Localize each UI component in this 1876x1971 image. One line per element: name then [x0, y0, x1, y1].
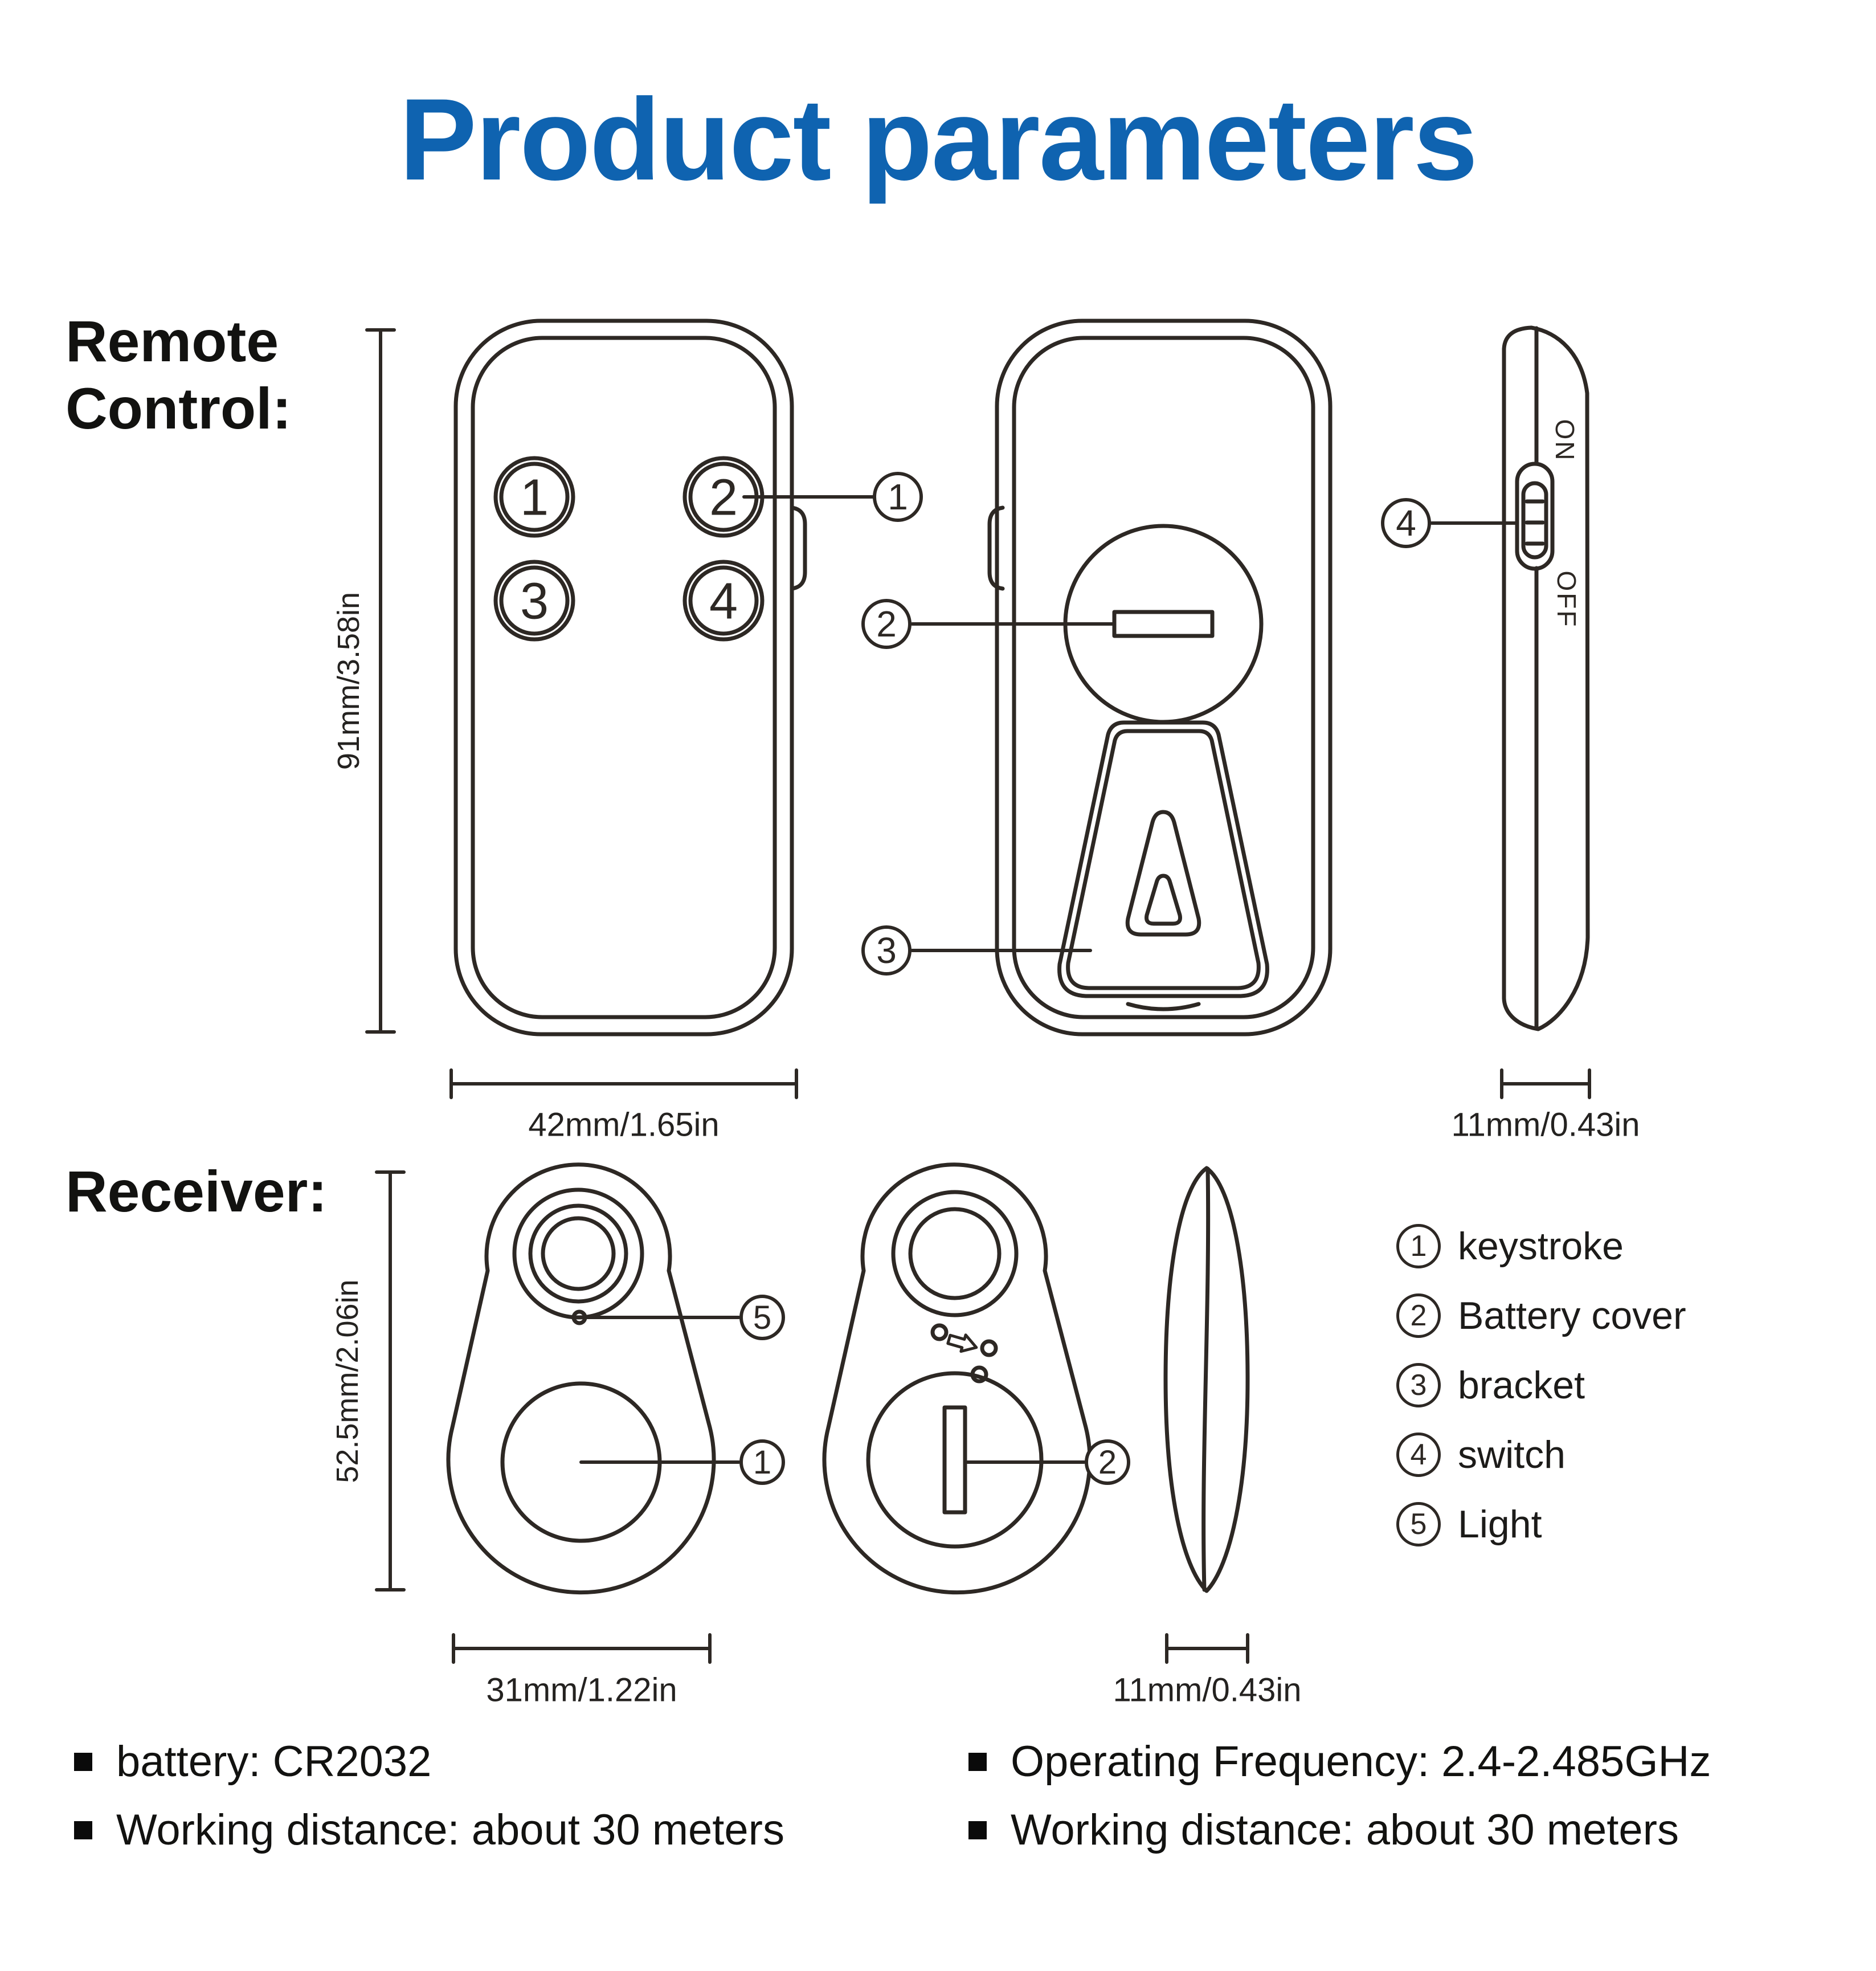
remote-battery-cover-slot: [1112, 610, 1215, 638]
remote-side-button-tab-left: [987, 505, 1005, 591]
receiver-front-outline: [446, 1162, 716, 1595]
bullet-icon: [74, 1752, 92, 1771]
callout-remote-battery-cover: 2: [861, 599, 912, 649]
remote-side-outline: [1502, 325, 1590, 1031]
legend-circle-2: 2: [1396, 1293, 1441, 1338]
receiver-battery-cover-slot: [942, 1405, 967, 1515]
legend-item-switch: 4 switch: [1396, 1433, 1566, 1477]
bullet-icon: [74, 1821, 92, 1839]
callout-remote-bracket: 3: [861, 925, 912, 976]
callout-remote-keystroke: 1: [873, 472, 923, 522]
legend-label-switch: switch: [1458, 1433, 1566, 1476]
callout-receiver-keystroke: 1: [739, 1439, 785, 1485]
receiver-back-outline: [822, 1162, 1092, 1595]
dimension-lines: [365, 328, 1591, 1664]
remote-button-3: 3: [520, 573, 549, 630]
dim-receiver-height: 52.5mm/2.06in: [330, 1279, 365, 1483]
callout-receiver-battery-cover: 2: [1085, 1439, 1130, 1485]
dim-receiver-width: 31mm/1.22in: [486, 1671, 677, 1709]
callout-receiver-light: 5: [739, 1295, 785, 1340]
callout-remote-switch: 4: [1381, 498, 1431, 548]
callout-lines: [579, 495, 1518, 1464]
remote-bracket: [1057, 720, 1269, 1011]
legend-circle-4: 4: [1396, 1433, 1441, 1477]
receiver-keyring-hole: [512, 1188, 644, 1320]
legend-label-light: Light: [1458, 1503, 1542, 1546]
section-remote-label-line1: Remote: [66, 309, 279, 374]
dim-receiver-depth: 11mm/0.43in: [1113, 1671, 1302, 1709]
legend-label-keystroke: keystroke: [1458, 1225, 1624, 1268]
legend-label-battery-cover: Battery cover: [1458, 1294, 1686, 1337]
switch-off-label: OFF: [1552, 570, 1581, 629]
legend-circle-5: 5: [1396, 1502, 1441, 1546]
remote-button-1: 1: [520, 469, 549, 527]
spec-working-distance-right: Working distance: about 30 meters: [968, 1805, 1679, 1855]
spec-battery-text: battery: CR2032: [116, 1737, 432, 1786]
spec-working-distance-left-text: Working distance: about 30 meters: [116, 1806, 784, 1854]
legend-label-bracket: bracket: [1458, 1364, 1585, 1407]
section-remote-label-line2: Control:: [66, 376, 292, 442]
page-title: Product parameters: [399, 75, 1478, 205]
spec-working-distance-left: Working distance: about 30 meters: [74, 1805, 784, 1855]
spec-operating-frequency: Operating Frequency: 2.4-2.485GHz: [968, 1737, 1711, 1786]
dim-remote-depth: 11mm/0.43in: [1451, 1106, 1640, 1144]
bullet-icon: [968, 1752, 987, 1771]
remote-side-button-tab-right: [790, 505, 807, 591]
receiver-battery-cover-circle: [866, 1371, 1044, 1549]
spec-operating-frequency-text: Operating Frequency: 2.4-2.485GHz: [1011, 1737, 1711, 1786]
remote-button-2: 2: [709, 469, 738, 527]
remote-back-outline: [987, 319, 1333, 1036]
remote-front-outline: [453, 319, 807, 1036]
spec-battery: battery: CR2032: [74, 1737, 431, 1786]
remote-power-switch: [1515, 462, 1555, 571]
bullet-icon: [968, 1821, 987, 1839]
dim-remote-width: 42mm/1.65in: [528, 1106, 720, 1144]
legend-item-battery-cover: 2 Battery cover: [1396, 1293, 1686, 1338]
legend-circle-1: 1: [1396, 1224, 1441, 1268]
legend-circle-3: 3: [1396, 1363, 1441, 1407]
section-receiver-label: Receiver:: [66, 1159, 328, 1224]
legend-item-light: 5 Light: [1396, 1502, 1542, 1546]
receiver-side-outline: [1163, 1166, 1250, 1593]
twist-direction-arrow-icon: [946, 1333, 978, 1353]
section-remote-label: Remote Control:: [66, 308, 292, 443]
legend-item-bracket: 3 bracket: [1396, 1363, 1585, 1407]
switch-on-label: ON: [1550, 419, 1580, 462]
spec-working-distance-right-text: Working distance: about 30 meters: [1011, 1806, 1679, 1854]
remote-button-4: 4: [709, 573, 738, 630]
legend-item-keystroke: 1 keystroke: [1396, 1224, 1624, 1268]
dim-remote-height: 91mm/3.58in: [332, 591, 366, 770]
